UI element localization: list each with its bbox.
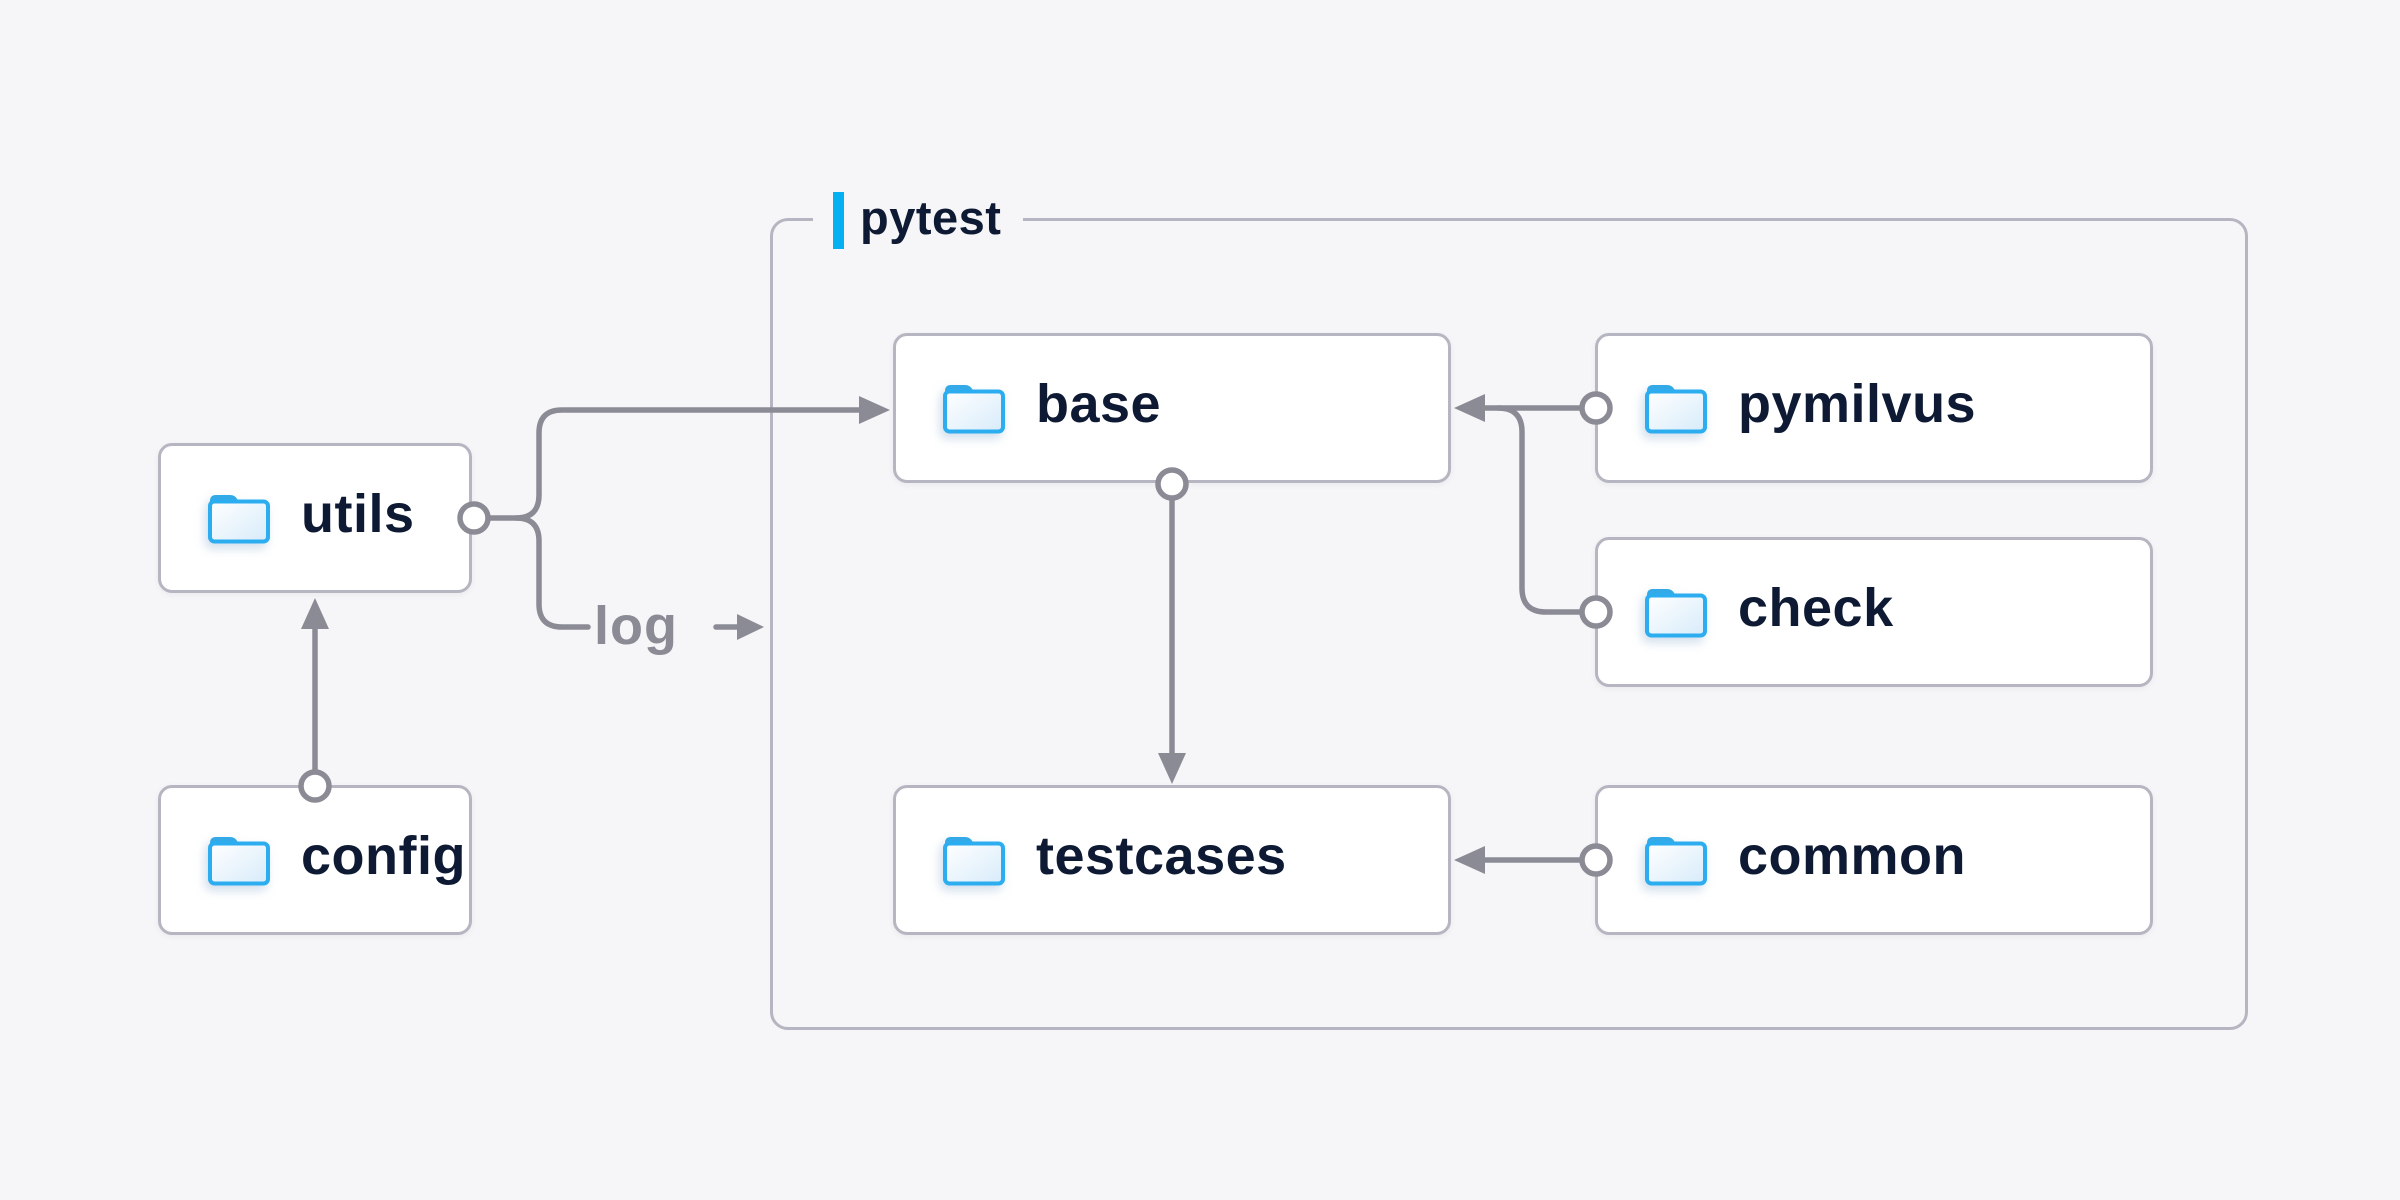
pytest-group-title: pytest (860, 190, 1002, 244)
folder-icon (1645, 385, 1707, 434)
node-config: config (158, 785, 472, 935)
arrowhead-config-utils (301, 598, 329, 629)
node-base-label: base (1036, 374, 1162, 434)
folder-icon (208, 495, 270, 544)
node-common: common (1595, 785, 2153, 935)
accent-bar (833, 191, 844, 249)
node-utils: utils (158, 443, 472, 593)
node-pymilvus: pymilvus (1595, 333, 2153, 483)
pytest-group: pytest (770, 191, 2248, 1030)
pytest-group-label: pytest (813, 190, 1024, 249)
node-base: base (893, 333, 1451, 483)
folder-icon (943, 837, 1005, 886)
node-check: check (1595, 537, 2153, 687)
edge-utils-log (513, 515, 591, 630)
node-check-label: check (1738, 578, 1894, 638)
node-config-label: config (301, 826, 466, 886)
folder-icon (943, 385, 1005, 434)
node-pymilvus-label: pymilvus (1738, 374, 1977, 434)
node-common-label: common (1738, 826, 1967, 886)
node-utils-label: utils (301, 484, 415, 544)
node-testcases: testcases (893, 785, 1451, 935)
folder-icon (208, 837, 270, 886)
folder-icon (1645, 837, 1707, 886)
edge-label-log: log (594, 596, 678, 656)
arrowhead-log (737, 614, 764, 640)
folder-icon (1645, 589, 1707, 638)
node-testcases-label: testcases (1036, 826, 1287, 886)
